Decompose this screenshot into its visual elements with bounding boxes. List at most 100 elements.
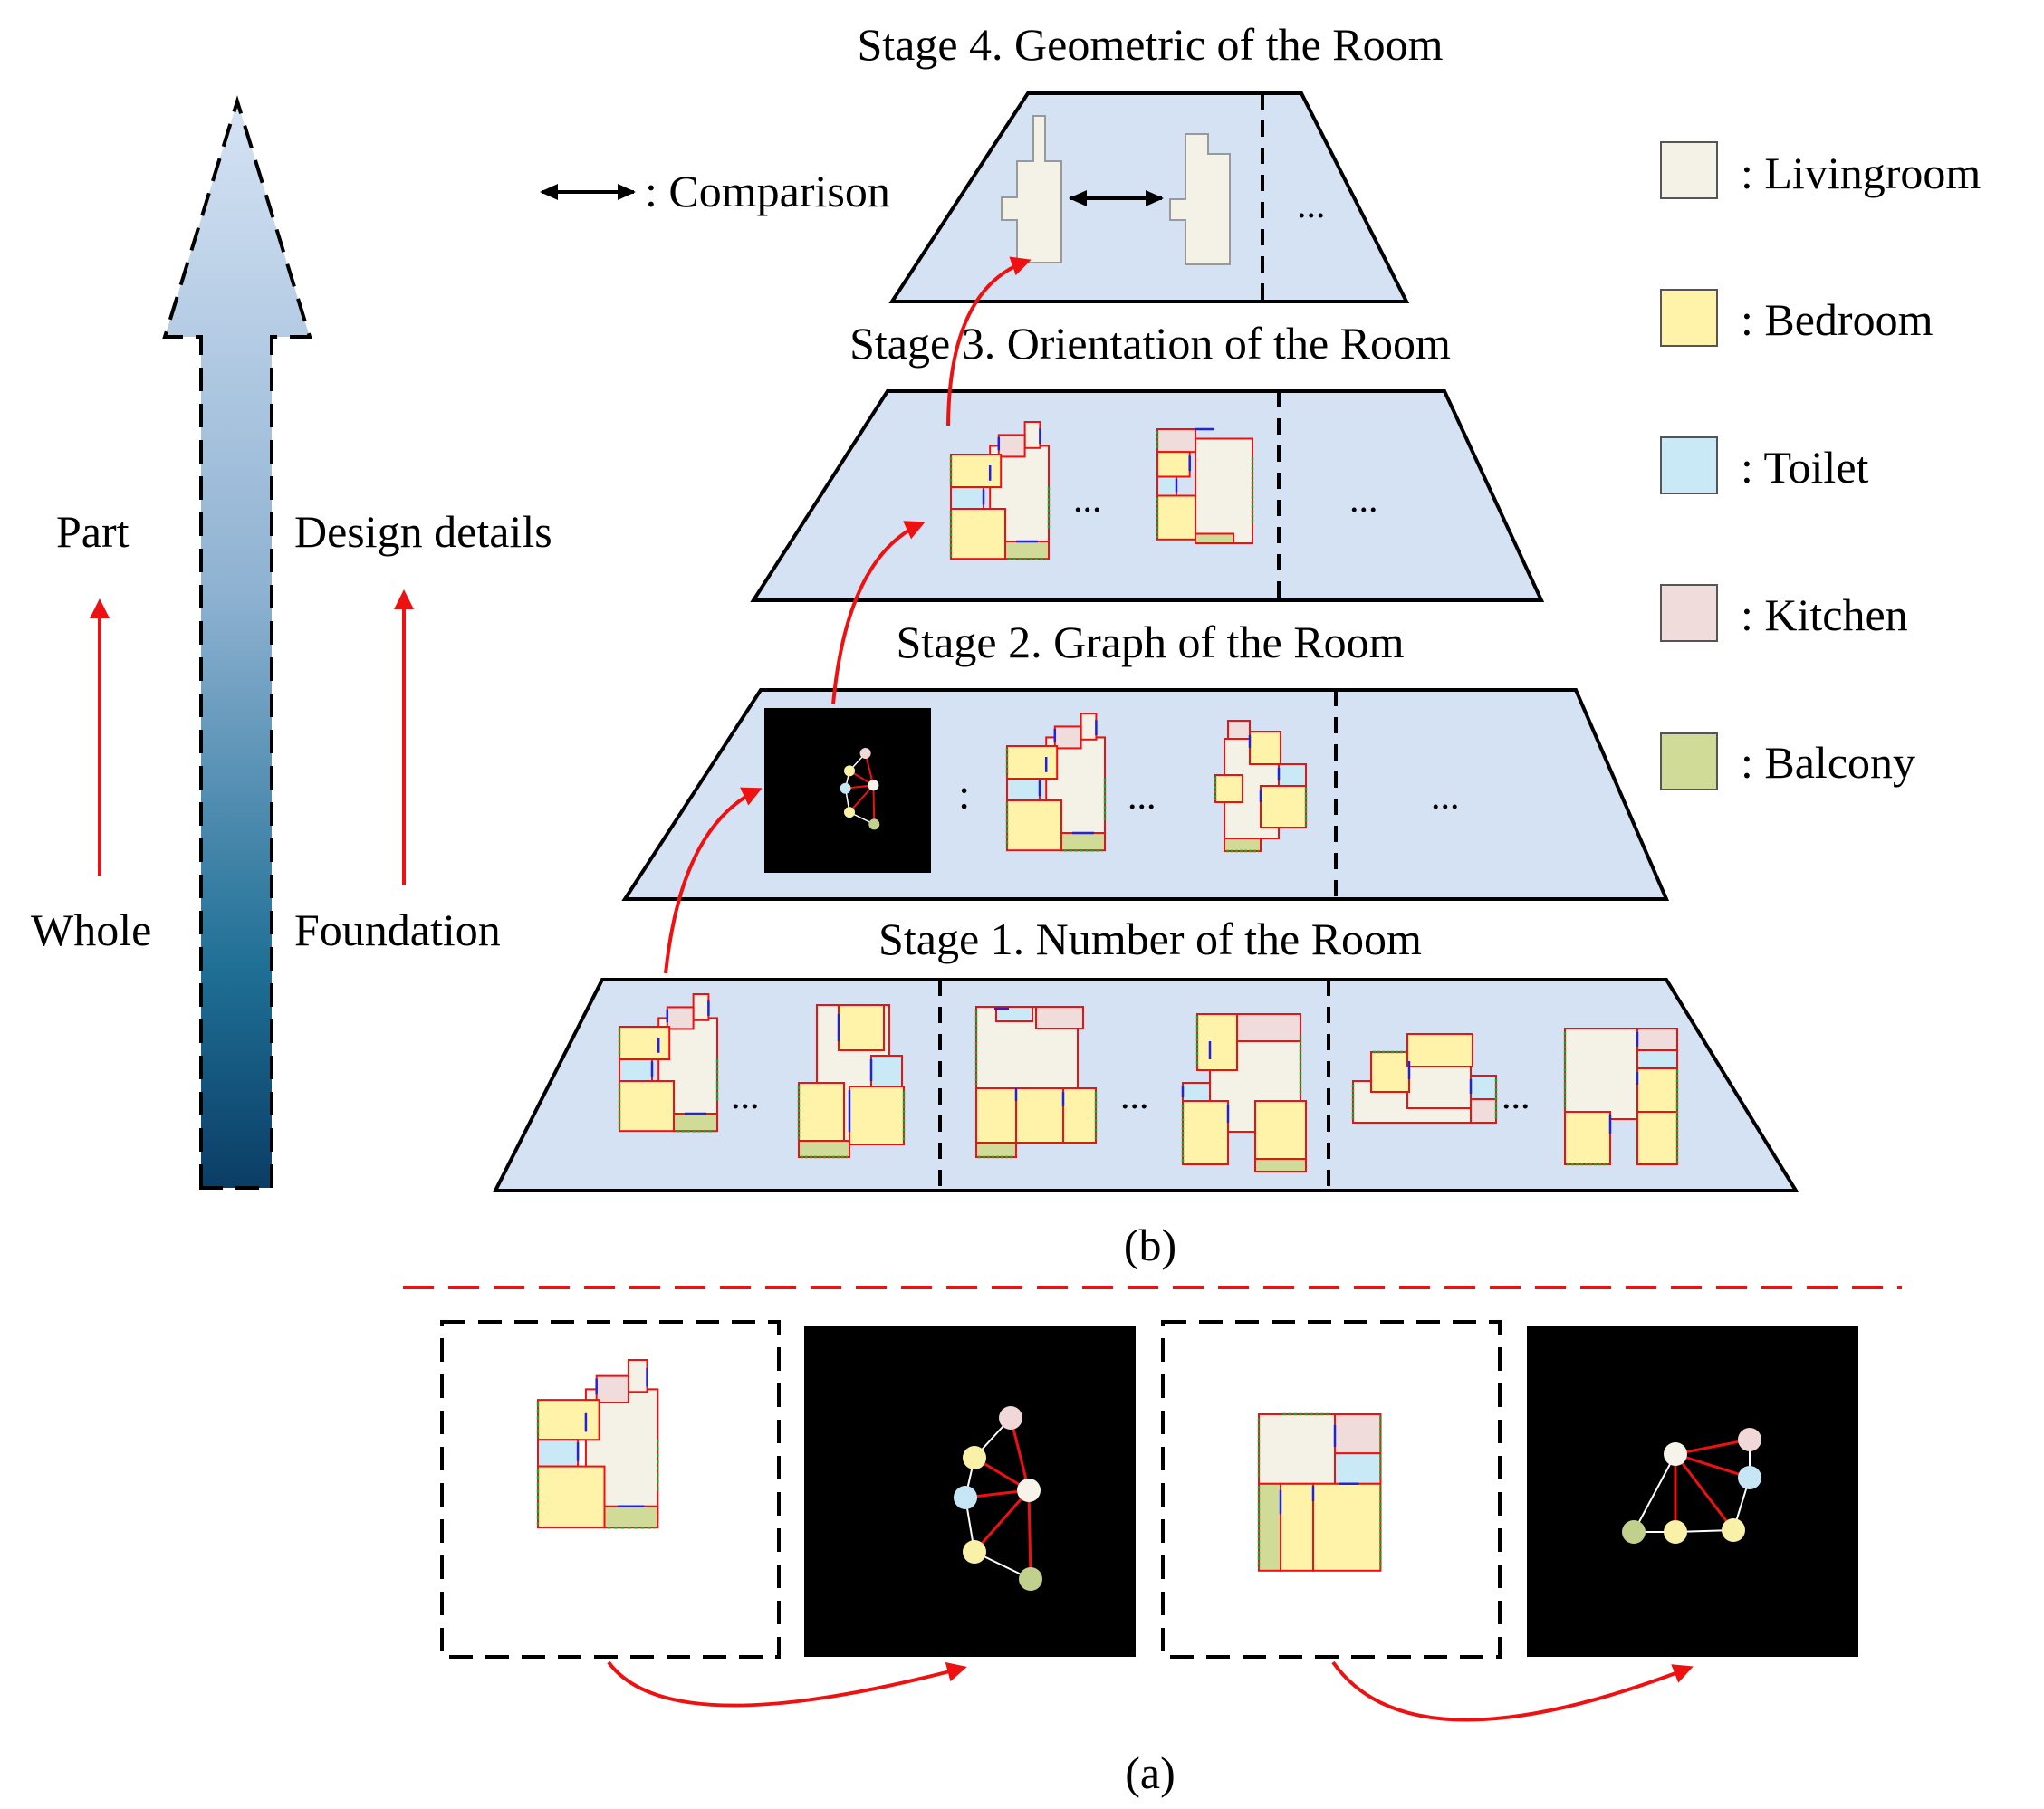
graph-edge-adjacency — [1675, 1452, 1751, 1479]
room-Y — [1258, 1482, 1281, 1572]
room-Y — [1224, 838, 1262, 852]
room-T — [950, 486, 984, 510]
room-B — [1062, 1087, 1097, 1144]
room-B — [1156, 451, 1191, 478]
room-B — [1214, 774, 1243, 803]
stage-3-floorplan-a — [949, 421, 1051, 560]
room-L — [1023, 421, 1041, 449]
graph-node-T — [1738, 1466, 1761, 1489]
stage-1-floorplan-a — [618, 993, 719, 1133]
room-K — [1236, 1013, 1301, 1042]
stage-1-ellipsis-a: ... — [731, 1076, 760, 1117]
graph-edge-adjacency — [1674, 1453, 1735, 1531]
graph-edge-adjacency — [973, 1489, 1031, 1553]
room-B — [1254, 1100, 1307, 1165]
graph-node-Y — [1622, 1520, 1646, 1544]
room-B — [838, 1004, 885, 1051]
room-B — [1015, 1087, 1064, 1144]
graph-node-B — [1664, 1520, 1687, 1544]
room-B — [1249, 731, 1281, 765]
example-2-conversion-arrow — [1331, 1661, 1694, 1722]
stage-4-label: Stage 4. Geometric of the Room — [857, 19, 1443, 70]
example-2-graph-panel — [1527, 1326, 1858, 1657]
room-B — [619, 1080, 675, 1133]
room-K — [595, 1374, 629, 1404]
axis-label-whole: Whole — [31, 904, 151, 955]
room-L — [1080, 713, 1098, 741]
room-B — [1312, 1482, 1382, 1572]
room-K — [1334, 1413, 1382, 1455]
graph-node-Y — [868, 818, 880, 830]
stage-1-floorplan-c — [974, 1006, 1098, 1159]
graph-node-B — [844, 765, 855, 777]
legend-label-kitchen: : Kitchen — [1741, 589, 1908, 640]
room-L — [1195, 437, 1253, 544]
stage-2-ellipsis-b: ... — [1431, 776, 1460, 818]
stage-3-floorplan-b — [1156, 427, 1254, 544]
room-B — [1564, 1111, 1611, 1165]
stage-1-floorplan-e — [1351, 1033, 1498, 1124]
stage-2-ellipsis-a: ... — [1128, 776, 1156, 818]
arrow-stage3-to-stage4 — [946, 256, 1032, 426]
graph-node-B — [844, 807, 855, 818]
room-K — [666, 1006, 695, 1030]
stage-4-room-shape-b — [1169, 133, 1231, 265]
room-B — [849, 1086, 905, 1145]
room-B — [619, 1026, 671, 1060]
room-Y — [1254, 1158, 1307, 1172]
room-B — [798, 1082, 845, 1142]
caption-b: (b) — [1124, 1220, 1176, 1270]
graph-edge-adjacency — [1027, 1489, 1032, 1580]
room-K — [997, 434, 1026, 458]
comparison-label: : Comparison — [645, 166, 890, 216]
stage-2-graph-thumbnail — [764, 708, 931, 873]
graph-node-L — [1017, 1479, 1041, 1502]
example-1-floorplan — [536, 1359, 659, 1529]
graph-node-L — [868, 780, 879, 791]
room-Y — [1195, 532, 1234, 544]
room-K — [1035, 1006, 1084, 1029]
stage-3-ellipsis-a: ... — [1073, 479, 1102, 521]
legend-swatch-bedroom — [1660, 289, 1718, 347]
example-2-floorplan-box — [1161, 1320, 1502, 1659]
room-B — [950, 454, 1003, 488]
stage-2-colon: : — [958, 770, 970, 818]
room-L — [1564, 1028, 1638, 1120]
graph-node-K — [859, 748, 871, 759]
graph-node-B — [1722, 1518, 1745, 1542]
stage-1-ellipsis-b: ... — [1120, 1076, 1149, 1117]
legend: : Livingroom : Bedroom : Toilet : Kitche… — [1660, 141, 1981, 790]
room-Y — [1004, 541, 1050, 560]
example-1-conversion-arrow — [607, 1661, 967, 1708]
room-T — [1278, 763, 1307, 787]
room-B — [1636, 1111, 1678, 1165]
room-B — [1196, 1013, 1238, 1071]
graph-node-K — [999, 1406, 1022, 1430]
room-T — [1470, 1075, 1497, 1100]
big-progress-arrow — [162, 95, 312, 1190]
room-B — [975, 1087, 1017, 1144]
room-T — [1006, 778, 1041, 801]
room-B — [1636, 1067, 1678, 1113]
graph-edge-adjacency — [864, 752, 875, 786]
graph-node-T — [954, 1486, 977, 1509]
room-K — [1227, 720, 1251, 740]
room-K — [1636, 1028, 1678, 1051]
stage-1-label: Stage 1. Number of the Room — [878, 914, 1422, 964]
arrow-stage2-to-stage3 — [831, 521, 926, 705]
room-B — [1260, 785, 1307, 828]
graph-node-K — [1738, 1428, 1761, 1451]
room-Y — [1060, 832, 1106, 852]
stage-3-ellipsis-b: ... — [1349, 479, 1378, 521]
room-B — [950, 508, 1006, 560]
room-B — [1280, 1482, 1314, 1572]
stage-4-ellipsis: ... — [1297, 185, 1326, 226]
stage-1-floorplan-d — [1181, 1013, 1307, 1172]
graph-node-Y — [1019, 1567, 1042, 1591]
legend-label-toilet: : Toilet — [1741, 442, 1869, 493]
room-K — [1053, 725, 1082, 750]
graph-node-L — [1664, 1442, 1687, 1466]
room-T — [1334, 1452, 1382, 1485]
arrow-stage1-to-stage2 — [664, 787, 763, 974]
